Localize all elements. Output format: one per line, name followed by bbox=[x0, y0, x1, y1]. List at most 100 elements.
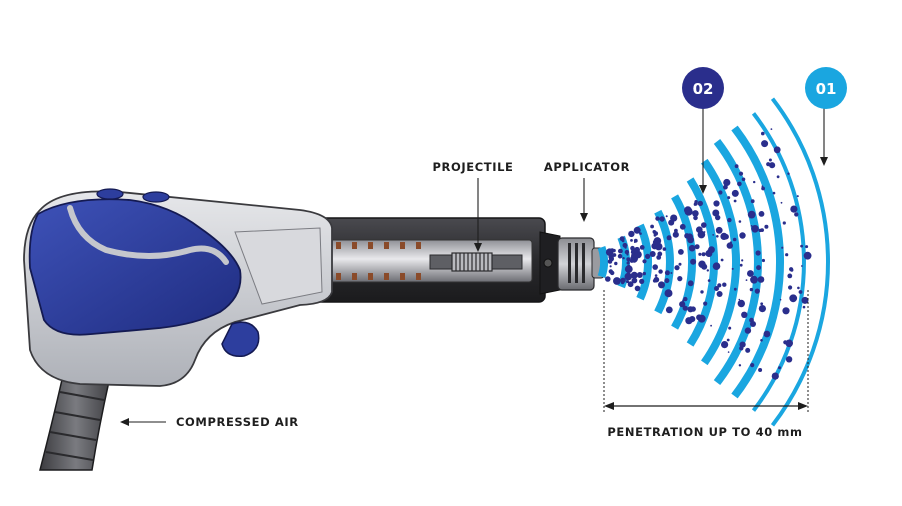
particle-dot bbox=[628, 230, 635, 238]
particle-dot bbox=[666, 235, 672, 241]
shockwave-arc bbox=[770, 97, 830, 427]
particle-dot bbox=[677, 276, 683, 282]
particle-dot bbox=[698, 252, 702, 256]
particle-dot bbox=[624, 246, 627, 249]
particle-dot bbox=[782, 307, 790, 315]
particle-dot bbox=[750, 199, 755, 204]
pressure-particles bbox=[605, 128, 812, 380]
particle-dot bbox=[733, 199, 737, 203]
particle-dot bbox=[738, 298, 741, 301]
particle-dot bbox=[684, 206, 692, 215]
particle-dot bbox=[721, 341, 729, 349]
particle-dot bbox=[716, 291, 723, 297]
particle-dot bbox=[741, 311, 748, 318]
particle-dot bbox=[605, 248, 614, 256]
particle-dot bbox=[785, 356, 793, 363]
particle-dot bbox=[739, 263, 743, 267]
particle-dot bbox=[633, 226, 641, 234]
particle-dot bbox=[763, 330, 771, 338]
particle-dot bbox=[639, 245, 645, 250]
particle-dot bbox=[745, 347, 751, 353]
particle-dot bbox=[624, 272, 633, 281]
particle-dot bbox=[693, 203, 697, 206]
particle-dot bbox=[611, 272, 613, 274]
particle-dot bbox=[672, 231, 679, 238]
particle-dot bbox=[693, 307, 696, 310]
particle-dot bbox=[790, 268, 794, 272]
particle-dot bbox=[631, 277, 638, 284]
particle-dot bbox=[716, 235, 719, 238]
particle-dot bbox=[683, 296, 688, 302]
particle-dot bbox=[690, 258, 697, 265]
particle-dot bbox=[682, 305, 688, 311]
particle-dot bbox=[727, 351, 730, 353]
particle-dot bbox=[609, 265, 612, 268]
particle-dot bbox=[769, 162, 776, 169]
particle-dot bbox=[726, 338, 730, 342]
penetration-dimension bbox=[603, 290, 809, 414]
shockwave-arc bbox=[597, 245, 609, 279]
particle-dot bbox=[737, 299, 745, 308]
particle-dot bbox=[726, 242, 733, 249]
handle-buttons bbox=[96, 188, 170, 203]
particle-dot bbox=[662, 247, 667, 251]
particle-dot bbox=[617, 253, 623, 259]
particle-dot bbox=[674, 265, 680, 271]
particle-dot bbox=[649, 251, 656, 257]
shockwave-arc bbox=[654, 209, 674, 315]
particle-dot bbox=[688, 244, 696, 252]
particle-dot bbox=[703, 301, 708, 306]
particle-dot bbox=[634, 285, 641, 292]
particle-dot bbox=[693, 215, 698, 221]
particle-dot bbox=[703, 231, 706, 233]
particle-dot bbox=[744, 327, 752, 334]
particle-dot bbox=[612, 248, 616, 253]
particle-dot bbox=[687, 306, 694, 313]
particle-dot bbox=[687, 236, 694, 244]
particle-dot bbox=[733, 287, 737, 291]
particle-dot bbox=[679, 223, 686, 230]
particle-dot bbox=[674, 228, 678, 233]
particle-dot bbox=[787, 273, 793, 279]
particle-dot bbox=[758, 211, 765, 217]
particle-dot bbox=[760, 302, 764, 306]
particle-dot bbox=[803, 251, 812, 260]
particle-dot bbox=[758, 305, 767, 313]
particle-dot bbox=[713, 200, 720, 207]
particle-dot bbox=[678, 262, 682, 266]
particle-dot bbox=[761, 258, 766, 263]
particle-dot bbox=[624, 265, 633, 273]
particle-dot bbox=[761, 140, 769, 148]
shockwave-arc bbox=[686, 177, 718, 347]
particle-dot bbox=[664, 278, 670, 284]
particle-dot bbox=[720, 232, 728, 240]
particle-dot bbox=[694, 244, 700, 250]
shockwave-arc bbox=[701, 158, 741, 366]
particle-dot bbox=[624, 249, 630, 255]
particle-dot bbox=[734, 164, 739, 169]
particle-dot bbox=[717, 283, 722, 288]
particle-dot bbox=[738, 220, 742, 223]
particle-dot bbox=[714, 286, 719, 291]
particle-dot bbox=[750, 363, 755, 368]
particle-dot bbox=[642, 259, 647, 264]
penetration-label: PENETRATION UP TO 40 mm bbox=[607, 425, 802, 439]
particle-dot bbox=[788, 285, 793, 290]
particle-dot bbox=[798, 290, 803, 294]
particle-dot bbox=[741, 259, 744, 262]
particle-dot bbox=[665, 306, 673, 314]
particle-dot bbox=[701, 263, 708, 270]
particle-dot bbox=[761, 131, 765, 136]
particle-dot bbox=[653, 231, 659, 236]
particle-dot bbox=[613, 277, 621, 285]
particle-dot bbox=[659, 270, 663, 274]
particle-dot bbox=[737, 181, 742, 187]
particle-dot bbox=[692, 210, 699, 217]
barrel bbox=[299, 217, 546, 303]
particle-dot bbox=[621, 281, 625, 285]
particle-dot bbox=[758, 368, 763, 372]
applicator-head bbox=[539, 231, 605, 295]
particle-dot bbox=[678, 249, 684, 255]
particle-dot bbox=[739, 232, 746, 239]
particle-dot bbox=[751, 225, 759, 233]
